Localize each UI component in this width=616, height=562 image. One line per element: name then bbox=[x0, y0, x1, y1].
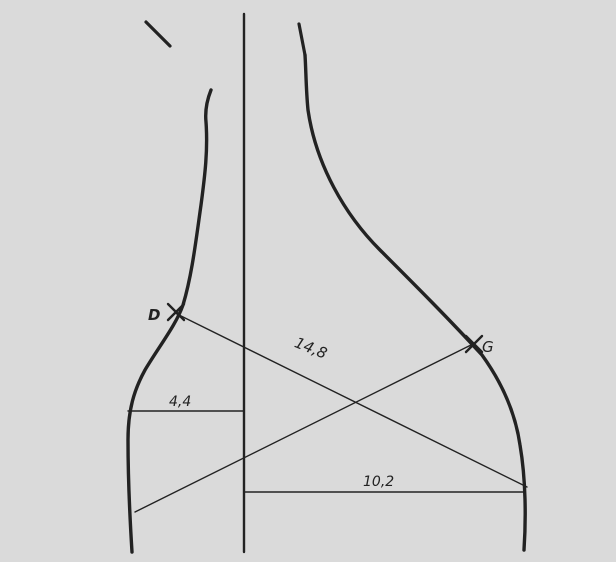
point-g-label: G bbox=[482, 338, 494, 356]
left-body-outline bbox=[126, 88, 213, 554]
right-neck-stroke bbox=[297, 22, 307, 57]
point-g-marker bbox=[464, 334, 484, 354]
left-width-measurement-label: 4,4 bbox=[169, 394, 191, 410]
point-d-marker bbox=[166, 302, 186, 322]
left-neck-stroke bbox=[144, 20, 172, 48]
diagonal-measurement-label: 14,8 bbox=[292, 333, 330, 362]
right-body-outline bbox=[303, 53, 527, 552]
point-d-label: D bbox=[148, 306, 160, 324]
diagonal-line-g bbox=[134, 342, 476, 513]
diagonal-line-d bbox=[174, 312, 528, 488]
right-width-measurement-label: 10,2 bbox=[363, 474, 394, 490]
